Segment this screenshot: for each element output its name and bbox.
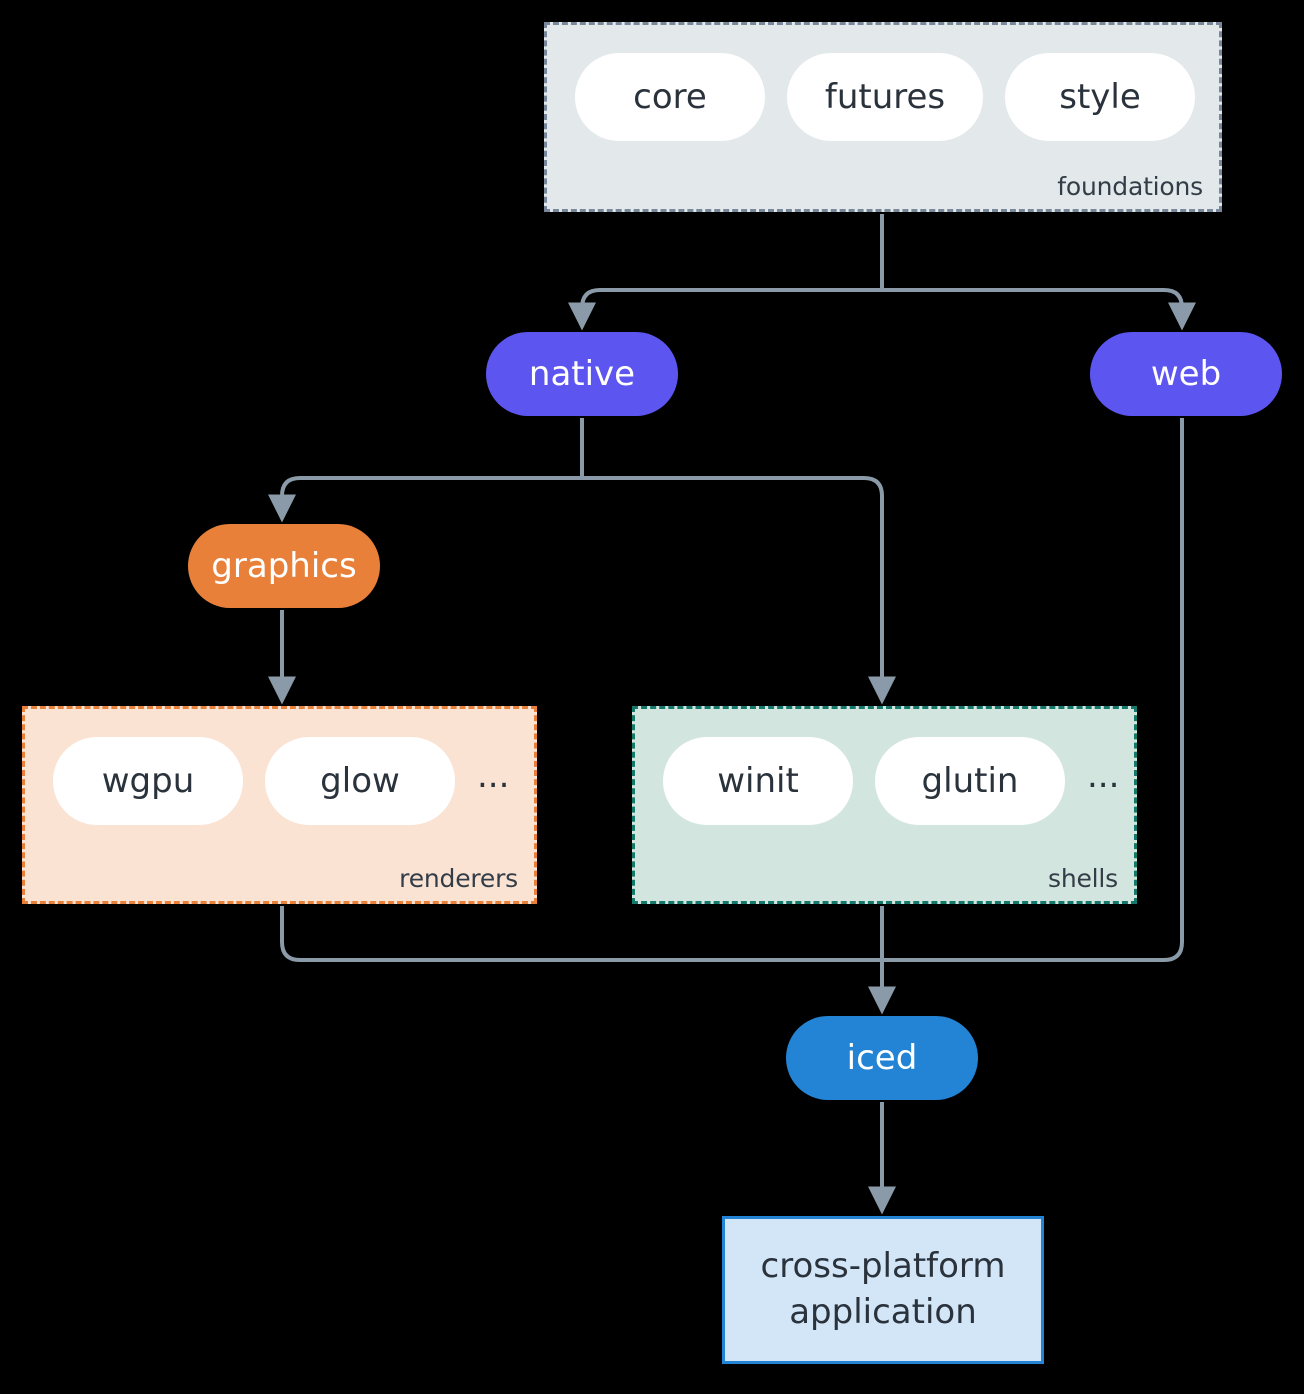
node-cross-platform-application[interactable]: cross-platform application bbox=[722, 1216, 1044, 1364]
shells-pill-list: winit glutin ... bbox=[663, 737, 1119, 825]
group-renderers[interactable]: wgpu glow ... renderers bbox=[22, 706, 537, 904]
pill-winit-label: winit bbox=[717, 761, 799, 801]
pill-glow-label: glow bbox=[320, 761, 400, 801]
pill-futures-label: futures bbox=[824, 77, 946, 117]
foundations-pill-list: core futures style bbox=[575, 53, 1195, 141]
edge-foundations-to-web bbox=[882, 288, 1196, 331]
shells-more-ellipsis: ... bbox=[1087, 756, 1120, 796]
pill-style[interactable]: style bbox=[1005, 53, 1195, 141]
node-iced[interactable]: iced bbox=[786, 1016, 978, 1100]
node-web-label: web bbox=[1150, 354, 1222, 394]
group-shells-label: shells bbox=[1048, 864, 1118, 893]
pill-glutin[interactable]: glutin bbox=[875, 737, 1065, 825]
node-native[interactable]: native bbox=[486, 332, 678, 416]
node-web[interactable]: web bbox=[1090, 332, 1282, 416]
pill-winit[interactable]: winit bbox=[663, 737, 853, 825]
pill-glutin-label: glutin bbox=[921, 761, 1019, 801]
node-native-label: native bbox=[528, 354, 636, 394]
pill-core-label: core bbox=[633, 77, 707, 117]
application-label-line2: application bbox=[789, 1292, 977, 1332]
pill-futures[interactable]: futures bbox=[787, 53, 983, 141]
group-shells[interactable]: winit glutin ... shells bbox=[632, 706, 1137, 904]
edge-native-to-graphics bbox=[268, 476, 582, 523]
pill-core[interactable]: core bbox=[575, 53, 765, 141]
renderers-pill-list: wgpu glow ... bbox=[53, 737, 509, 825]
edge-foundations-to-native bbox=[568, 288, 882, 331]
application-label-line1: cross-platform bbox=[760, 1246, 1006, 1287]
pill-glow[interactable]: glow bbox=[265, 737, 455, 825]
group-renderers-label: renderers bbox=[399, 864, 518, 893]
pill-wgpu[interactable]: wgpu bbox=[53, 737, 243, 825]
edge-native-to-shells bbox=[582, 476, 896, 705]
node-iced-label: iced bbox=[846, 1038, 918, 1078]
pill-style-label: style bbox=[1059, 77, 1141, 117]
group-foundations[interactable]: core futures style foundations bbox=[544, 22, 1222, 212]
pill-wgpu-label: wgpu bbox=[101, 761, 195, 801]
node-graphics[interactable]: graphics bbox=[188, 524, 380, 608]
group-foundations-label: foundations bbox=[1057, 172, 1203, 201]
node-graphics-label: graphics bbox=[211, 546, 357, 586]
edge-renderers-to-iced bbox=[280, 906, 882, 962]
renderers-more-ellipsis: ... bbox=[477, 756, 510, 796]
